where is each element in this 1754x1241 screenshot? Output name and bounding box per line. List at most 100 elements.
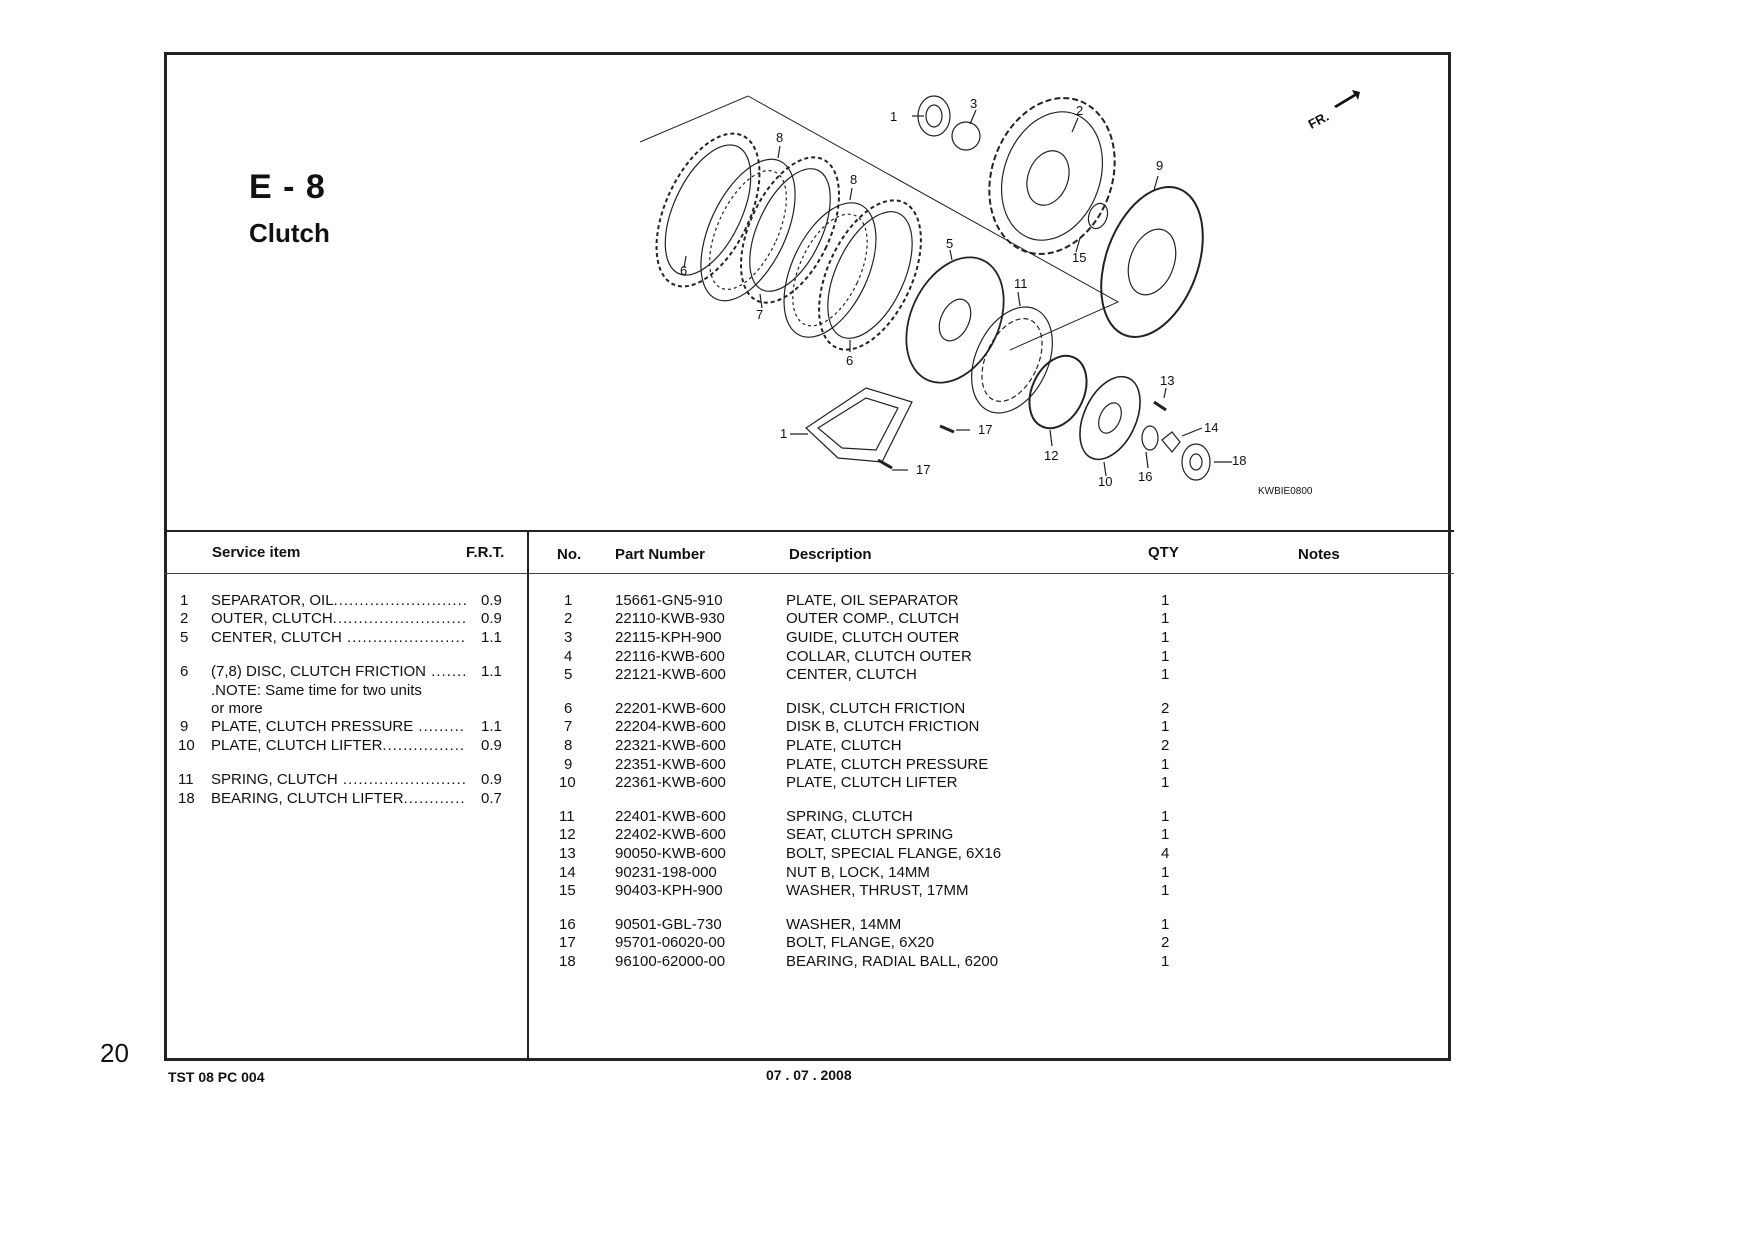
part-row-description: NUT B, LOCK, 14MM	[786, 864, 930, 881]
service-row-no: 10	[178, 737, 195, 754]
part-row-number: 90403-KPH-900	[615, 882, 723, 899]
callout-4: 1	[890, 109, 897, 124]
part-row-no: 6	[564, 700, 573, 717]
notes-header: Notes	[1298, 546, 1340, 563]
part-row-number: 22201-KWB-600	[615, 700, 726, 717]
callout-8a: 8	[776, 130, 783, 145]
part-row-description: GUIDE, CLUTCH OUTER	[786, 629, 960, 646]
part-row-qty: 2	[1161, 700, 1170, 717]
part-row-no: 4	[564, 648, 573, 665]
callout-16: 16	[1138, 469, 1152, 484]
part-row-qty: 1	[1161, 916, 1170, 933]
part-row-number: 15661-GN5-910	[615, 592, 723, 609]
part-row-number: 22351-KWB-600	[615, 756, 726, 773]
part-row-description: BOLT, SPECIAL FLANGE, 6X16	[786, 845, 1002, 862]
service-row-name: PLATE, CLUTCH PRESSURE .................…	[211, 718, 466, 735]
part-row-number: 22204-KWB-600	[615, 718, 726, 735]
part-row-description: BEARING, RADIAL BALL, 6200	[786, 953, 999, 970]
front-direction-arrow-icon: FR.	[1306, 90, 1360, 132]
part-row-description: COLLAR, CLUTCH OUTER	[786, 648, 972, 665]
callout-7: 7	[756, 307, 763, 322]
service-row-name: CENTER, CLUTCH .........................…	[211, 629, 466, 646]
service-row-frt: 1.1	[481, 663, 502, 680]
service-row-name: SEPARATOR, OIL..........................…	[211, 592, 466, 609]
header-divider	[164, 530, 1454, 532]
service-row-frt: 0.7	[481, 790, 502, 807]
callout-12: 12	[1044, 448, 1058, 463]
section-code: E - 8	[249, 168, 326, 206]
page-number: 20	[100, 1038, 129, 1068]
column-divider	[527, 530, 529, 1061]
part-row-number: 22110-KWB-930	[615, 610, 725, 627]
part-row-description: PLATE, CLUTCH PRESSURE	[786, 756, 989, 773]
part-row-no: 3	[564, 629, 573, 646]
service-row-name: (7,8) DISC, CLUTCH FRICTION ............…	[211, 663, 466, 680]
callout-8b: 8	[850, 172, 857, 187]
part-row-description: BOLT, FLANGE, 6X20	[786, 934, 935, 951]
part-row-number: 22116-KWB-600	[615, 648, 725, 665]
part-row-no: 12	[559, 826, 576, 843]
callout-2: 2	[1076, 103, 1083, 118]
service-row-note: or more	[211, 700, 263, 717]
part-row-qty: 1	[1161, 629, 1170, 646]
part-row-number: 90231-198-000	[615, 864, 717, 881]
callout-3: 3	[970, 96, 977, 111]
description-header: Description	[789, 546, 872, 563]
part-row-qty: 1	[1161, 953, 1170, 970]
part-row-number: 90501-GBL-730	[615, 916, 722, 933]
callout-9: 9	[1156, 158, 1163, 173]
part-row-qty: 2	[1161, 737, 1170, 754]
service-row-frt: 0.9	[481, 771, 502, 788]
part-row-qty: 2	[1161, 934, 1170, 951]
exploded-parts-diagram: FR. 1 3 2 9 8 8 5 11 13 14 18 1 17 17 12…	[639, 90, 1360, 489]
part-row-number: 22115-KPH-900	[615, 629, 722, 646]
part-row-qty: 1	[1161, 808, 1170, 825]
callout-15: 15	[1072, 250, 1086, 265]
part-row-no: 5	[564, 666, 573, 683]
illustration-code: KWBIE0800	[1258, 486, 1313, 497]
part-row-qty: 1	[1161, 648, 1170, 665]
part-row-no: 11	[559, 808, 575, 825]
service-row-name: OUTER, CLUTCH...........................…	[211, 610, 466, 627]
service-row-note: .NOTE: Same time for two units	[211, 682, 422, 699]
section-title: Clutch	[249, 218, 330, 248]
part-row-qty: 1	[1161, 666, 1170, 683]
table-header-divider	[164, 573, 1454, 574]
callout-5: 5	[946, 236, 953, 251]
service-row-no: 5	[180, 629, 189, 646]
part-row-qty: 1	[1161, 826, 1170, 843]
callout-17a: 17	[978, 422, 992, 437]
document-code: TST 08 PC 004	[168, 1069, 265, 1085]
part-row-description: DISK B, CLUTCH FRICTION	[786, 718, 980, 735]
part-row-qty: 1	[1161, 592, 1170, 609]
part-row-qty: 1	[1161, 864, 1170, 881]
part-row-description: SPRING, CLUTCH	[786, 808, 913, 825]
part-row-no: 2	[564, 610, 573, 627]
part-row-no: 17	[559, 934, 576, 951]
part-row-qty: 1	[1161, 718, 1170, 735]
callout-13: 13	[1160, 373, 1174, 388]
service-row-frt: 0.9	[481, 592, 502, 609]
part-row-description: OUTER COMP., CLUTCH	[786, 610, 960, 627]
callout-11: 11	[1014, 276, 1028, 291]
service-row-name: BEARING, CLUTCH LIFTER..................…	[211, 790, 466, 807]
part-row-no: 16	[559, 916, 576, 933]
document-date: 07 . 07 . 2008	[766, 1067, 852, 1083]
service-row-no: 6	[180, 663, 189, 680]
part-row-description: WASHER, 14MM	[786, 916, 902, 933]
callout-14: 14	[1204, 420, 1218, 435]
direction-label: FR.	[1306, 109, 1332, 132]
part-row-no: 18	[559, 953, 576, 970]
part-row-no: 8	[564, 737, 573, 754]
callout-18: 18	[1232, 453, 1246, 468]
service-item-header: Service item	[212, 544, 301, 561]
part-row-description: WASHER, THRUST, 17MM	[786, 882, 969, 899]
part-row-description: SEAT, CLUTCH SPRING	[786, 826, 954, 843]
part-row-no: 14	[559, 864, 576, 881]
service-row-name: SPRING, CLUTCH .........................…	[211, 771, 466, 788]
part-row-description: CENTER, CLUTCH	[786, 666, 917, 683]
part-row-number: 22321-KWB-600	[615, 737, 726, 754]
part-row-description: PLATE, CLUTCH LIFTER	[786, 774, 958, 791]
qty-header: QTY	[1148, 544, 1179, 561]
part-row-number: 96100-62000-00	[615, 953, 726, 970]
